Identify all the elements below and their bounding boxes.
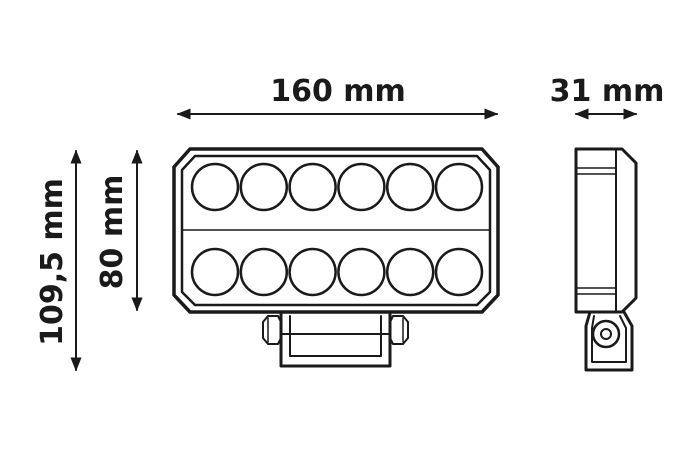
body-height-label: 80 mm — [95, 175, 130, 290]
body-height-dimension: 80 mm — [95, 149, 143, 312]
side-view — [574, 147, 638, 372]
width-dimension: 160 mm — [176, 74, 499, 120]
side-bracket — [584, 310, 634, 372]
depth-dimension: 31 mm — [550, 74, 665, 120]
total-height-label: 109,5 mm — [35, 178, 70, 346]
led-array — [190, 162, 484, 297]
led-lens — [337, 247, 386, 297]
led-lens — [239, 247, 289, 297]
led-lens — [190, 247, 240, 297]
led-lens — [288, 162, 337, 212]
front-housing-outer — [172, 147, 500, 314]
right-nut — [389, 315, 409, 345]
left-nut — [262, 315, 282, 345]
depth-label: 31 mm — [550, 74, 665, 109]
led-lens — [190, 162, 240, 212]
width-label: 160 mm — [270, 74, 406, 109]
side-housing — [574, 147, 638, 314]
bracket-u-shape — [279, 310, 392, 368]
led-lens — [434, 247, 484, 297]
led-lens — [385, 247, 435, 297]
front-lens-frame — [180, 154, 492, 307]
front-mount-bracket — [262, 310, 409, 368]
led-lens — [239, 162, 289, 212]
total-height-dimension: 109,5 mm — [35, 149, 82, 372]
side-pivot-bolt — [591, 319, 621, 349]
led-lens — [337, 162, 386, 212]
side-pivot-bolt-inner — [600, 328, 612, 340]
led-lens — [434, 162, 484, 212]
bracket-inner — [289, 315, 382, 357]
side-bracket-inner — [591, 315, 627, 363]
led-lens — [385, 162, 435, 212]
front-view — [172, 147, 500, 368]
led-lens — [288, 247, 337, 297]
